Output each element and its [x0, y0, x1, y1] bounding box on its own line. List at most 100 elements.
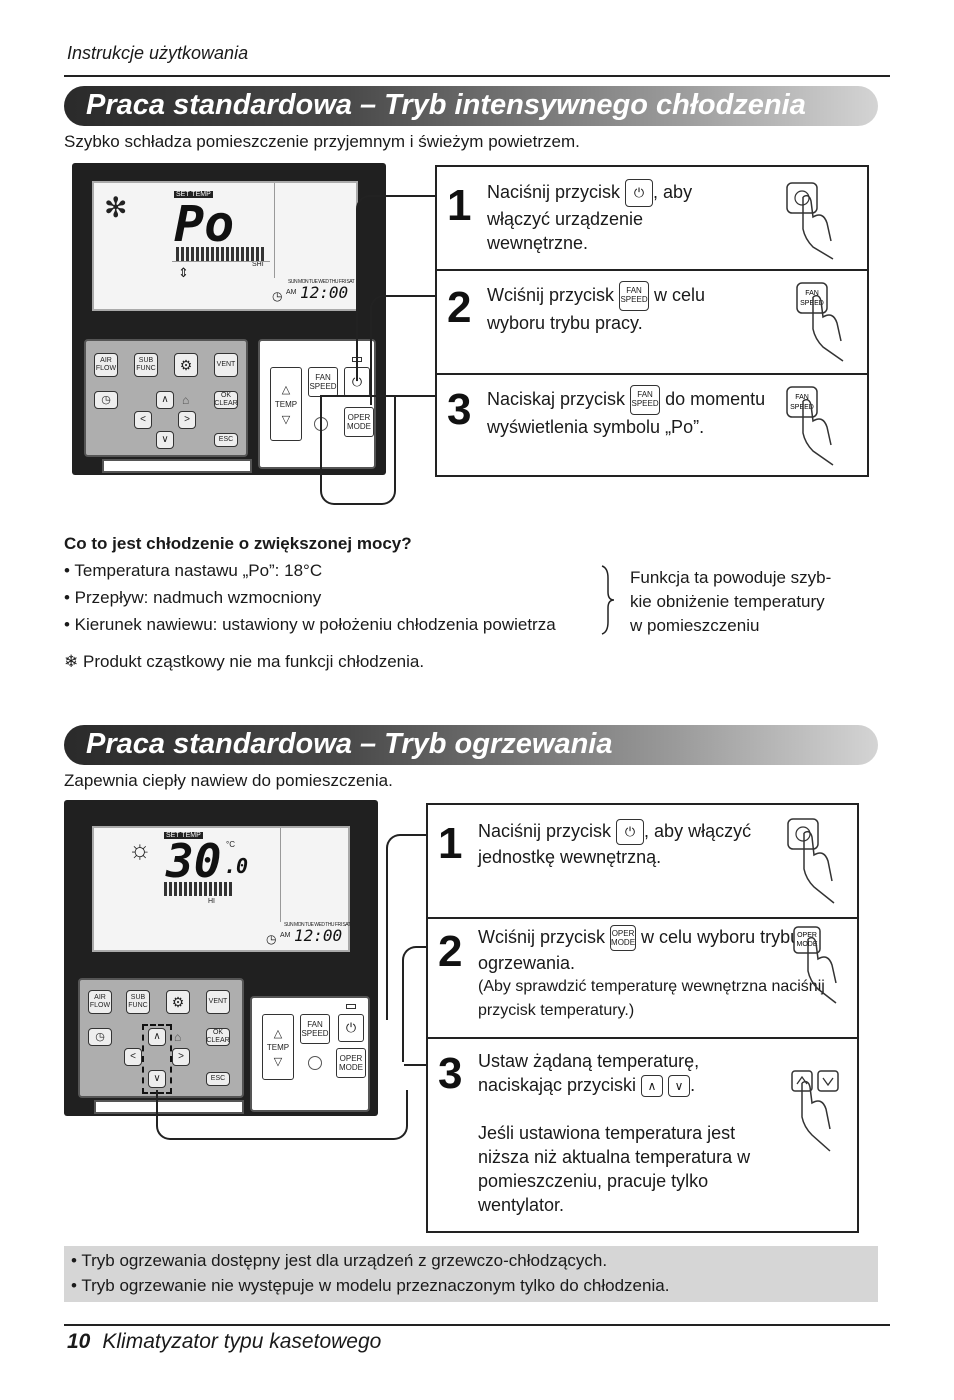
note-item: • Tryb ogrzewanie nie występuje w modelu… — [71, 1276, 670, 1295]
step-number: 2 — [447, 283, 472, 332]
temp-buttons[interactable]: △ TEMP ▽ — [270, 367, 302, 441]
remote-controller: ☼ SET TEMP 30 .0 °C HI SUN MON TUE WED T… — [64, 800, 378, 1116]
remote-controller: ✻ SET TEMP Po SHI ⇕ SUN MON TUE WED THU … — [72, 163, 386, 475]
step-text-before: Wciśnij przycisk — [478, 927, 606, 947]
step-number: 1 — [438, 819, 463, 868]
svg-text:FAN: FAN — [795, 394, 809, 401]
right-arrow-button[interactable]: > — [172, 1048, 190, 1066]
timer-clock-icon[interactable]: ◷ — [88, 1028, 112, 1046]
step-text-before: Naciśnij przycisk — [487, 181, 621, 202]
up-arrow-button[interactable]: ∧ — [148, 1028, 166, 1046]
down-arrow-button[interactable]: ∨ — [156, 431, 174, 449]
keypad: AIR FLOW SUB FUNC ⚙ VENT ◷ ∧ < > ∨ ⌂ OK … — [84, 339, 248, 457]
brace-line: Funkcja ta powoduje szyb- — [630, 568, 832, 587]
oper-mode-button[interactable]: OPER MODE — [344, 407, 374, 437]
left-arrow-button[interactable]: < — [134, 411, 152, 429]
sub-func-button[interactable]: SUB FUNC — [126, 990, 150, 1014]
clock-icon: ◷ — [272, 289, 283, 303]
page-number: 10 — [67, 1330, 91, 1353]
unit-label: °C — [226, 840, 235, 849]
oper-mode-key-icon: OPER MODE — [610, 925, 637, 952]
esc-button[interactable]: ESC — [214, 433, 238, 447]
fan-speed-button[interactable]: FAN SPEED — [300, 1014, 330, 1044]
brace-text: Funkcja ta powoduje szyb- kie obniżenie … — [630, 566, 831, 638]
temp-up-icon: △ — [273, 1027, 283, 1040]
temperature-decimal: .0 — [224, 854, 249, 878]
brace-line: w pomieszczeniu — [630, 616, 760, 635]
up-key-icon: ∧ — [641, 1075, 664, 1098]
up-arrow-button[interactable]: ∧ — [156, 391, 174, 409]
down-arrow-button[interactable]: ∨ — [148, 1070, 166, 1088]
lcd-divider — [274, 183, 275, 278]
ampm-label: AM — [280, 932, 291, 939]
vent-button[interactable]: VENT — [214, 353, 238, 377]
connector-line — [370, 295, 436, 405]
temp-buttons[interactable]: △ TEMP ▽ — [262, 1014, 294, 1080]
settings-gear-icon[interactable]: ⚙ — [166, 990, 190, 1014]
section1-title: Praca standardowa – Tryb intensywnego ch… — [86, 89, 806, 121]
brace-line: kie obniżenie temperatury — [630, 592, 825, 611]
power-button[interactable]: ⏻ — [338, 1014, 364, 1042]
connector-line — [320, 395, 436, 397]
ok-clear-button[interactable]: OK CLEAR — [214, 391, 238, 409]
steps-box-1: 1 Naciśnij przycisk ⏻, aby włączyć urząd… — [435, 165, 869, 477]
header-rule — [64, 75, 890, 77]
section1-banner: Praca standardowa – Tryb intensywnego ch… — [64, 86, 878, 126]
right-arrow-button[interactable]: > — [178, 411, 196, 429]
step-text-before: Naciśnij przycisk — [478, 821, 612, 841]
lcd-divider — [172, 261, 270, 262]
remote-stand — [102, 459, 252, 473]
step-extra: Jeśli ustawiona temperatura jest niższa … — [478, 1123, 751, 1216]
lcd-display: ☼ SET TEMP 30 .0 °C HI SUN MON TUE WED T… — [92, 826, 351, 952]
step-1: 1 Naciśnij przycisk ⏻, aby włączyć jedno… — [428, 805, 857, 917]
down-key-icon: ∨ — [668, 1075, 691, 1098]
hand-press-icon: FAN SPEED — [786, 386, 834, 466]
step-text: Wciśnij przycisk OPER MODE w celu wyboru… — [478, 925, 838, 1023]
timer-clock-icon[interactable]: ◷ — [94, 391, 118, 409]
question-title: Co to jest chłodzenie o zwiększonej mocy… — [64, 534, 412, 553]
air-flow-button[interactable]: AIR FLOW — [88, 990, 112, 1014]
ampm-label: AM — [286, 289, 297, 296]
sub-func-button[interactable]: SUB FUNC — [134, 353, 158, 377]
fan-speed-button[interactable]: FAN SPEED — [308, 367, 338, 397]
set-temp-label: SET TEMP — [164, 832, 203, 839]
step-text-after: do momentu wyświetlenia symbolu „Po”. — [487, 388, 766, 437]
info-note-box: • Tryb ogrzewania dostępny jest dla urzą… — [64, 1246, 878, 1302]
settings-gear-icon[interactable]: ⚙ — [174, 353, 198, 377]
left-arrow-button[interactable]: < — [124, 1048, 142, 1066]
esc-button[interactable]: ESC — [206, 1072, 230, 1086]
oper-mode-button[interactable]: OPER MODE — [336, 1048, 366, 1078]
lcd-divider — [280, 828, 281, 922]
power-icon: ⏻ — [345, 1020, 357, 1035]
sun-icon: ☼ — [128, 834, 152, 864]
side-panel: △ TEMP ▽ FAN SPEED ⏻ OPER MODE — [250, 996, 370, 1112]
footer-rule — [64, 1324, 890, 1326]
step-text-after: w celu wyboru trybu ogrzewania. — [478, 927, 801, 974]
air-flow-button[interactable]: AIR FLOW — [94, 353, 118, 377]
connector-line — [356, 195, 436, 381]
cooling-note: ❄ Produkt cząstkowy nie ma funkcji chłod… — [64, 652, 424, 672]
step-text: Wciśnij przycisk FAN SPEED w celu wyboru… — [487, 281, 757, 335]
svg-text:SPEED: SPEED — [800, 300, 824, 307]
svg-text:MODE: MODE — [797, 941, 818, 948]
keypad: AIR FLOW SUB FUNC ⚙ VENT ◷ ∧ < > ∨ ⌂ OK … — [78, 978, 244, 1098]
step-text-after: w celu wyboru trybu pracy. — [487, 284, 706, 333]
step-text-before: Wciśnij przycisk — [487, 284, 615, 305]
mode-display: Po — [174, 195, 235, 253]
snowflake-icon: ❄ — [64, 652, 79, 671]
section1-subtitle: Szybko schładza pomieszczenie przyjemnym… — [64, 132, 580, 151]
temp-down-icon: ▽ — [273, 1055, 283, 1068]
step-text-after: , aby włączyć jednostkę wewnętrzną. — [478, 821, 752, 868]
vent-button[interactable]: VENT — [206, 990, 230, 1014]
connector-line — [320, 395, 396, 505]
ok-clear-button[interactable]: OK CLEAR — [206, 1028, 230, 1046]
step-text-after: . — [690, 1075, 696, 1095]
temperature-display: 30 — [166, 834, 222, 888]
bullet-item: • Temperatura nastawu „Po”: 18°C — [64, 561, 323, 580]
fan-speed-key-icon: FAN SPEED — [630, 385, 661, 415]
power-icon: ⏻ — [351, 374, 363, 389]
step-number: 3 — [447, 385, 472, 434]
fan-speed-bars — [164, 882, 234, 896]
hand-press-icon: FAN SPEED — [796, 282, 844, 362]
